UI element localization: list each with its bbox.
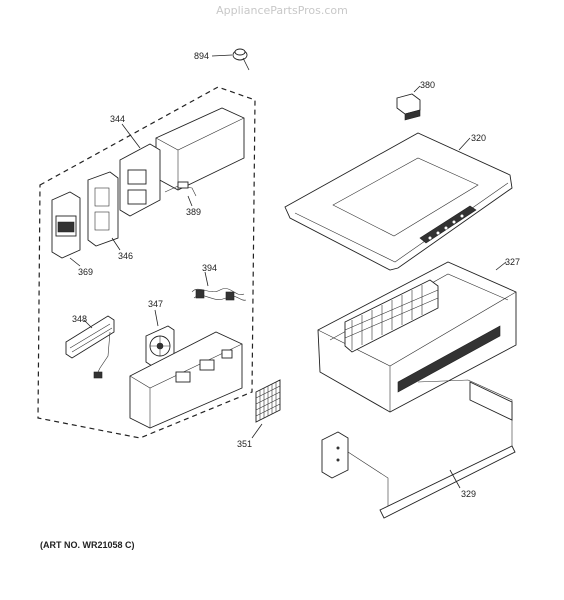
watermark: AppliancePartsPros.com xyxy=(216,4,348,17)
art-number: (ART NO. WR21058 C) xyxy=(40,540,135,550)
callout-327: 327 xyxy=(505,257,520,267)
part-369[interactable]: 369 xyxy=(51,191,93,277)
callout-369: 369 xyxy=(78,267,93,277)
part-894[interactable]: 894 xyxy=(194,48,250,71)
part-394[interactable]: 394 xyxy=(191,263,247,301)
assembly-boundary xyxy=(37,86,256,439)
callout-320: 320 xyxy=(471,133,486,143)
part-344[interactable]: 344 xyxy=(110,107,245,217)
part-380[interactable]: 380 xyxy=(396,80,435,121)
callout-346: 346 xyxy=(118,251,133,261)
callout-380: 380 xyxy=(420,80,435,90)
callout-389: 389 xyxy=(186,207,201,217)
part-348[interactable]: 348 xyxy=(65,314,115,379)
part-320[interactable]: 320 xyxy=(284,132,513,271)
callout-348: 348 xyxy=(72,314,87,324)
part-346[interactable]: 346 xyxy=(87,171,133,261)
part-351[interactable]: 351 xyxy=(237,379,281,449)
callout-351: 351 xyxy=(237,439,252,449)
control-bracket xyxy=(129,331,243,429)
callout-894: 894 xyxy=(194,51,209,61)
part-327[interactable]: 327 xyxy=(317,257,520,413)
callout-329: 329 xyxy=(461,489,476,499)
part-347[interactable]: 347 xyxy=(145,299,175,367)
callout-394: 394 xyxy=(202,263,217,273)
part-389[interactable]: 389 xyxy=(164,181,201,217)
callout-344: 344 xyxy=(110,114,125,124)
part-329[interactable]: 329 xyxy=(321,379,516,519)
control-buttons xyxy=(428,214,464,240)
pan-grille xyxy=(344,279,439,353)
callout-347: 347 xyxy=(148,299,163,309)
